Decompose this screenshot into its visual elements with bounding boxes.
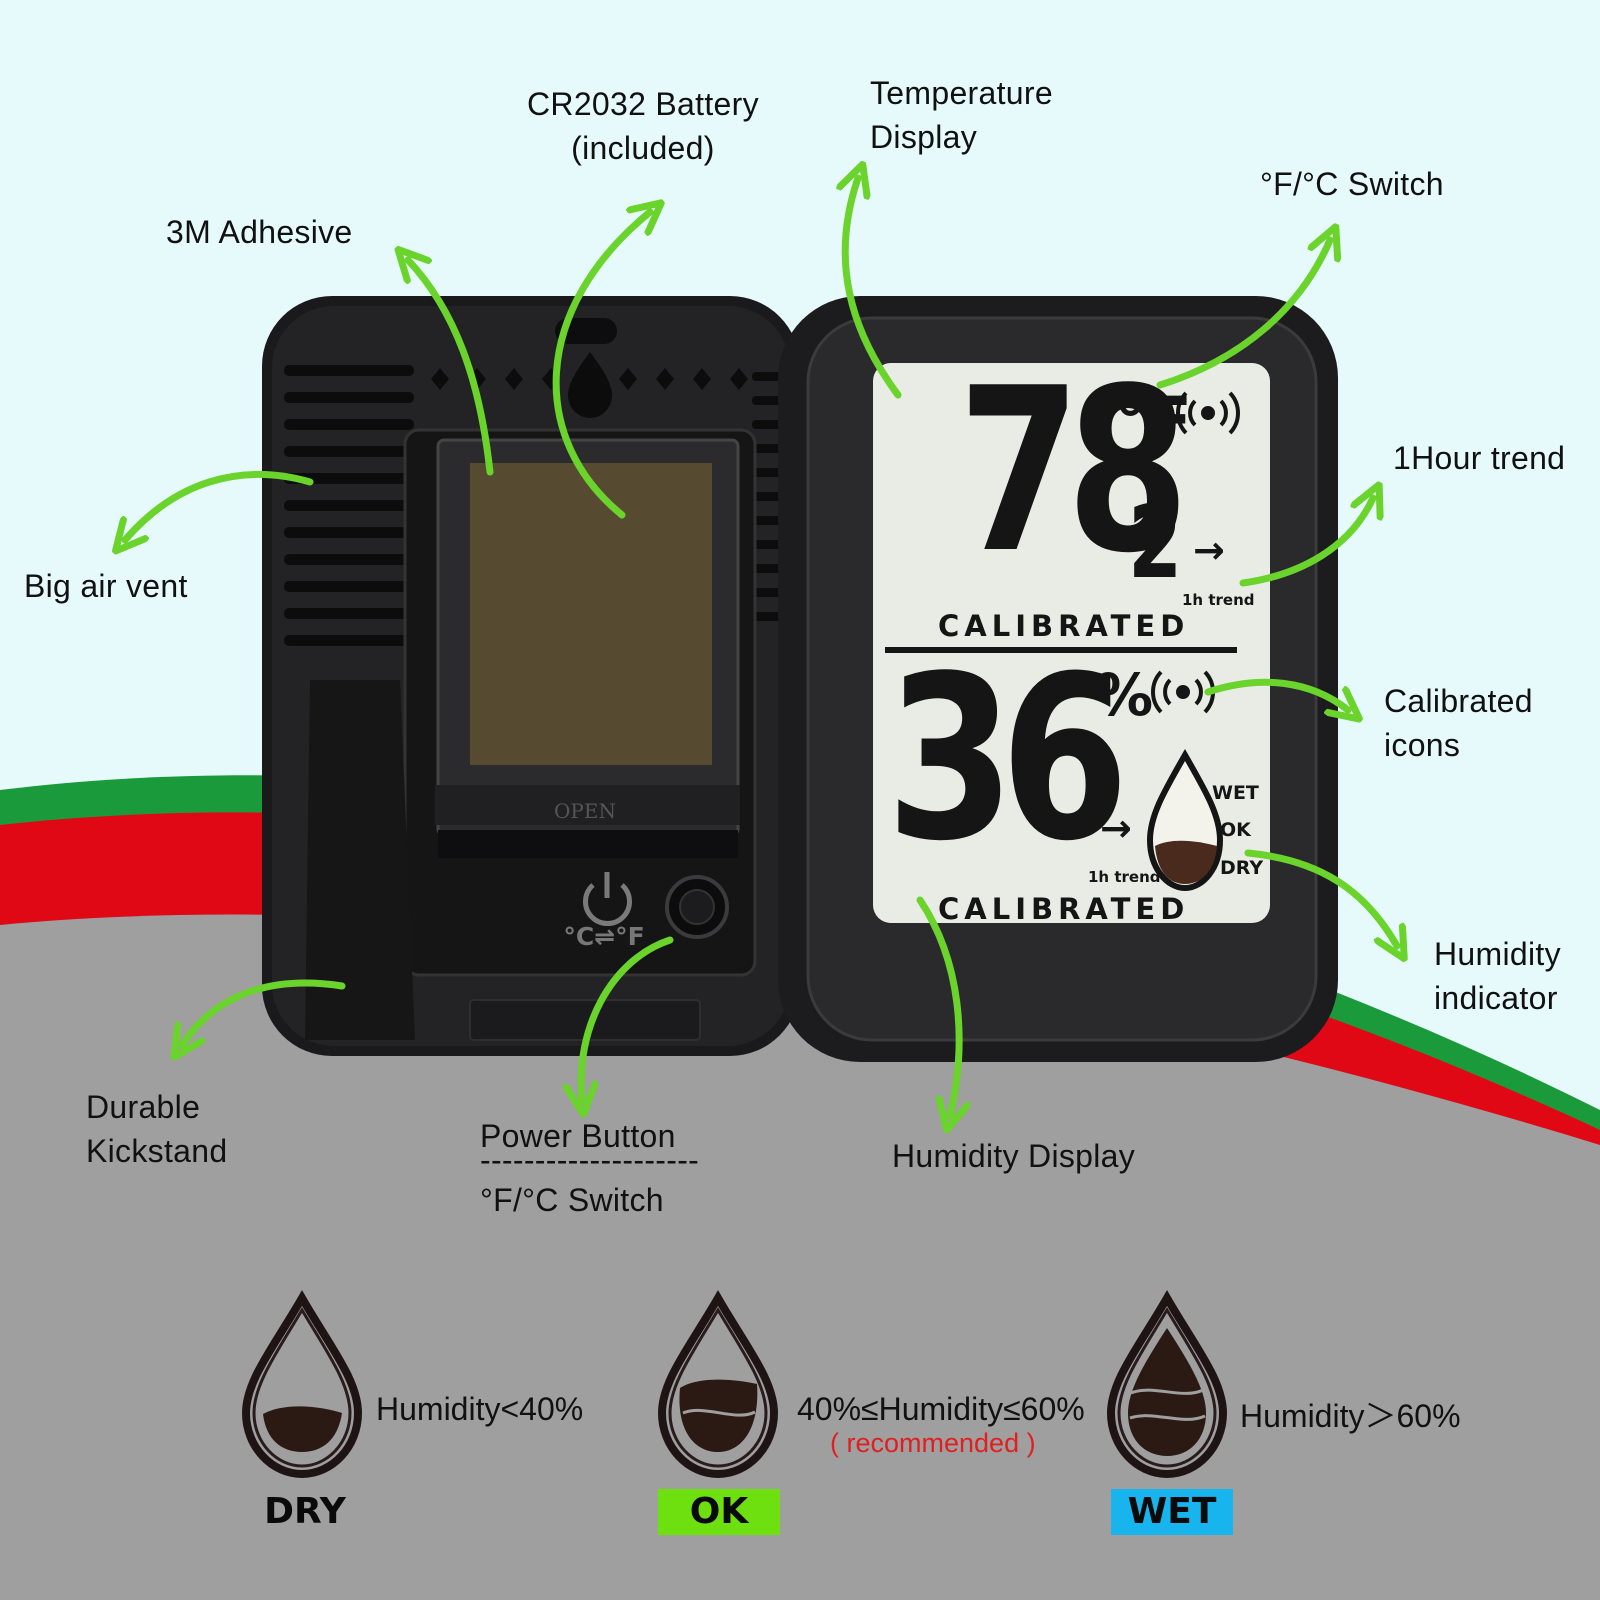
unit-switch-label: °C⇌°F xyxy=(563,922,644,951)
legend-ok-condition: 40%≤Humidity≤60% xyxy=(797,1391,1085,1427)
callout-air-vent: Big air vent xyxy=(24,568,188,604)
legend-wet-tag: WET xyxy=(1111,1489,1233,1535)
arrow-trend xyxy=(1239,498,1373,587)
legend-ok-tag: OK xyxy=(658,1489,780,1535)
legend-wet-condition: Humidity＞60% xyxy=(1240,1398,1461,1434)
callout-calibrated-line2: icons xyxy=(1384,727,1461,763)
humidity-trend-label: 1h trend xyxy=(1088,868,1161,886)
vent-slots-left xyxy=(284,365,414,646)
level-ok-label: OK xyxy=(1220,819,1251,841)
callout-power: Power Button -------------------- °F/°C … xyxy=(480,1114,699,1222)
level-dry-label: DRY xyxy=(1220,857,1264,879)
arrow-kickstand xyxy=(182,979,346,1045)
callout-trend: 1Hour trend xyxy=(1393,440,1566,476)
arrow-air-vent xyxy=(125,470,314,540)
battery-door-label: OPEN xyxy=(554,799,616,823)
legend-dry-tag: DRY xyxy=(264,1491,346,1532)
temp-trend-arrow: → xyxy=(1193,528,1225,572)
temperature-unit: °F xyxy=(1114,383,1193,460)
callout-battery: CR2032 Battery (included) xyxy=(527,82,759,170)
humidity-calibrated-label: CALIBRATED xyxy=(938,892,1190,926)
callout-unit-switch: °F/°C Switch xyxy=(1260,166,1444,202)
arrow-humidity-display xyxy=(916,896,959,1116)
legend-ok-note: ( recommended ) xyxy=(830,1428,1036,1458)
arrow-adhesive xyxy=(408,260,494,476)
power-icon xyxy=(583,872,632,927)
callout-kickstand-line2: Kickstand xyxy=(86,1133,228,1169)
arrow-battery xyxy=(552,212,650,519)
arrow-power xyxy=(581,936,674,1100)
arrow-temperature xyxy=(845,178,902,399)
callout-humidity-indicator-line2: indicator xyxy=(1434,980,1558,1016)
level-wet-label: WET xyxy=(1212,782,1259,804)
callout-battery-line1: CR2032 Battery xyxy=(527,86,759,122)
humidity-value: 36 xyxy=(886,628,1129,891)
callout-humidity-indicator-line1: Humidity xyxy=(1434,936,1561,972)
callout-temperature-line1: Temperature xyxy=(870,75,1053,111)
callout-calibrated: Calibrated icons xyxy=(1384,679,1533,767)
drop-mid-icon xyxy=(657,1289,779,1479)
callout-kickstand: Durable Kickstand xyxy=(86,1085,227,1173)
hang-hole xyxy=(568,352,612,418)
callout-humidity-display: Humidity Display xyxy=(892,1138,1136,1174)
callout-power-divider: -------------------- xyxy=(480,1142,700,1178)
temperature-decimal: 2 xyxy=(1128,484,1183,601)
callout-calibrated-line1: Calibrated xyxy=(1384,683,1533,719)
temp-calibrated-label: CALIBRATED xyxy=(938,609,1190,643)
legend-dry-condition: Humidity<40% xyxy=(376,1391,584,1427)
callout-temperature: Temperature Display xyxy=(870,71,1053,159)
humidity-unit: % xyxy=(1095,661,1154,729)
callout-power-line2: °F/°C Switch xyxy=(480,1182,664,1218)
arrow-unit-switch xyxy=(1156,240,1330,389)
drop-low-icon xyxy=(241,1289,363,1479)
callout-kickstand-line1: Durable xyxy=(86,1089,201,1125)
arrow-calibrated xyxy=(1204,678,1348,710)
temperature-value: 78 xyxy=(958,340,1189,603)
adhesive-pad xyxy=(470,463,712,765)
drop-high-icon xyxy=(1106,1289,1228,1479)
callout-power-line1: Power Button xyxy=(480,1118,676,1154)
calibrated-signal-icon-top xyxy=(1176,391,1240,435)
callout-battery-line2: (included) xyxy=(571,130,715,166)
arrow-humidity-indicator xyxy=(1244,849,1397,946)
kickstand xyxy=(305,680,415,1040)
callout-adhesive: 3M Adhesive xyxy=(166,214,353,250)
humidity-trend-arrow: → xyxy=(1100,806,1132,850)
callout-humidity-indicator: Humidity indicator xyxy=(1434,932,1561,1020)
humidity-level-drop-icon xyxy=(1146,748,1224,892)
callout-temperature-line2: Display xyxy=(870,119,978,155)
temp-trend-label: 1h trend xyxy=(1182,591,1255,609)
